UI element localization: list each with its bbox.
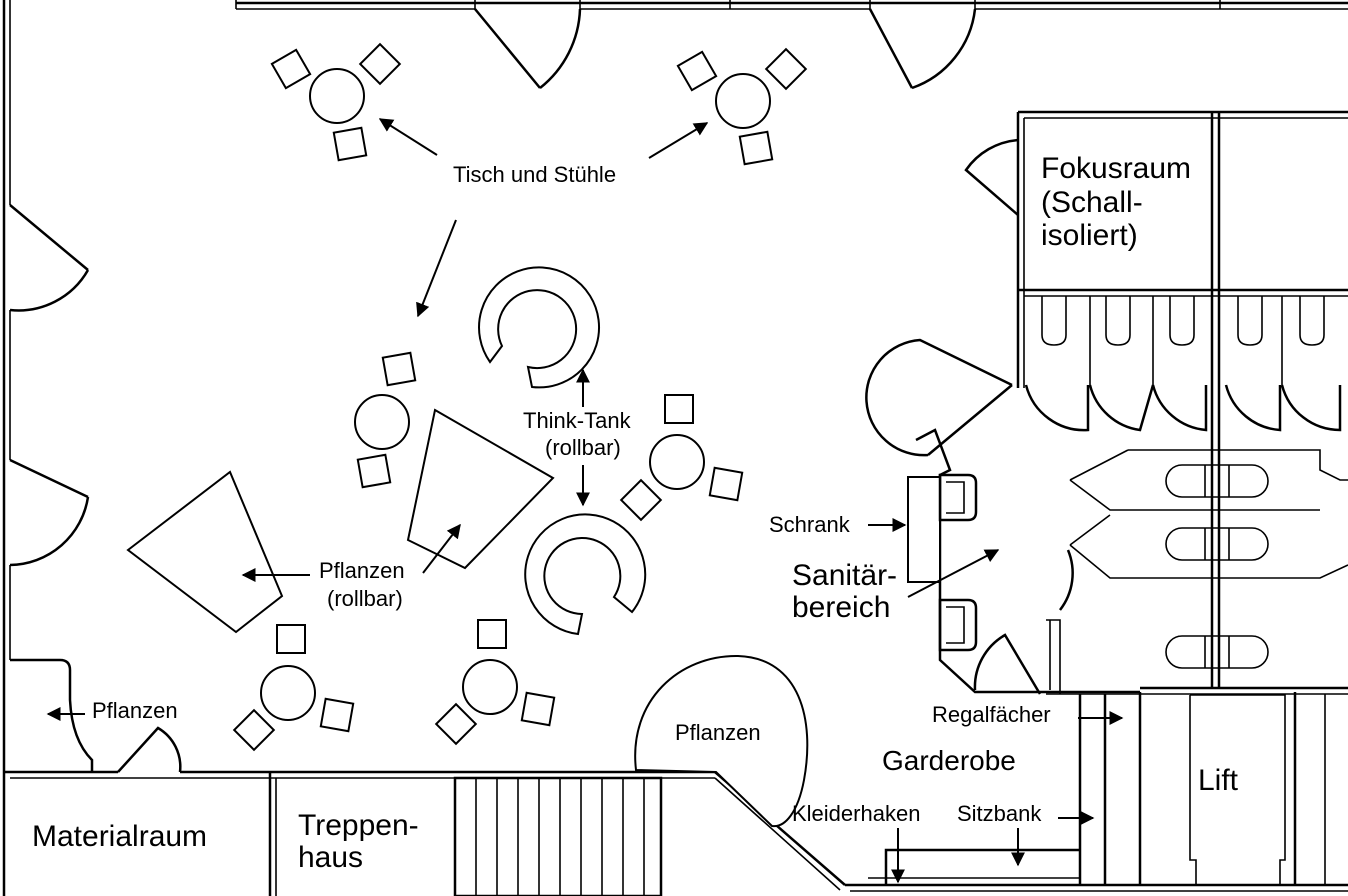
annotation-arrows bbox=[46, 118, 1124, 884]
label-treppenhaus-2: haus bbox=[298, 841, 363, 874]
label-pflanzen-rollbar-2: (rollbar) bbox=[327, 586, 403, 611]
labels: Tisch und Stühle Think-Tank (rollbar) Pf… bbox=[32, 152, 1239, 874]
doors bbox=[9, 8, 977, 773]
label-garderobe: Garderobe bbox=[882, 745, 1016, 776]
table-group-bottom-mid bbox=[434, 619, 556, 746]
bottom-rooms bbox=[4, 658, 1348, 896]
label-treppenhaus: Treppen- bbox=[298, 809, 419, 842]
table-group-mid-left bbox=[354, 351, 417, 489]
table-group-top-right bbox=[676, 47, 808, 166]
label-pflanzen-rollbar: Pflanzen bbox=[319, 558, 405, 583]
label-think-tank-rollbar: (rollbar) bbox=[545, 435, 621, 460]
plant-bed bbox=[634, 654, 809, 828]
table-group-bottom-left bbox=[232, 624, 355, 752]
garderobe-lift bbox=[868, 692, 1326, 885]
label-fokusraum-2: (Schall- bbox=[1041, 186, 1143, 219]
label-sanitaer-bereich: bereich bbox=[792, 591, 890, 624]
label-tisch-und-stuehle: Tisch und Stühle bbox=[453, 162, 616, 187]
label-sitzbank: Sitzbank bbox=[957, 801, 1042, 826]
label-sanitaer: Sanitär- bbox=[792, 559, 897, 592]
table-group-top-left bbox=[270, 42, 402, 162]
right-wing bbox=[865, 110, 1348, 695]
label-fokusraum: Fokusraum bbox=[1041, 152, 1191, 185]
label-lift: Lift bbox=[1198, 764, 1239, 797]
label-fokusraum-3: isoliert) bbox=[1041, 219, 1138, 252]
think-tank-top bbox=[478, 266, 601, 389]
label-schrank: Schrank bbox=[769, 512, 851, 537]
label-kleiderhaken: Kleiderhaken bbox=[792, 801, 920, 826]
label-regalfaecher: Regalfächer bbox=[932, 702, 1051, 727]
planter-left bbox=[126, 470, 284, 634]
label-materialraum: Materialraum bbox=[32, 820, 207, 853]
label-think-tank: Think-Tank bbox=[523, 408, 632, 433]
planter-center bbox=[406, 408, 555, 570]
table-group-mid-right bbox=[619, 394, 744, 522]
label-pflanzen-left: Pflanzen bbox=[92, 698, 178, 723]
label-pflanzen-bottom: Pflanzen bbox=[675, 720, 761, 745]
think-tank-bottom bbox=[524, 513, 647, 636]
